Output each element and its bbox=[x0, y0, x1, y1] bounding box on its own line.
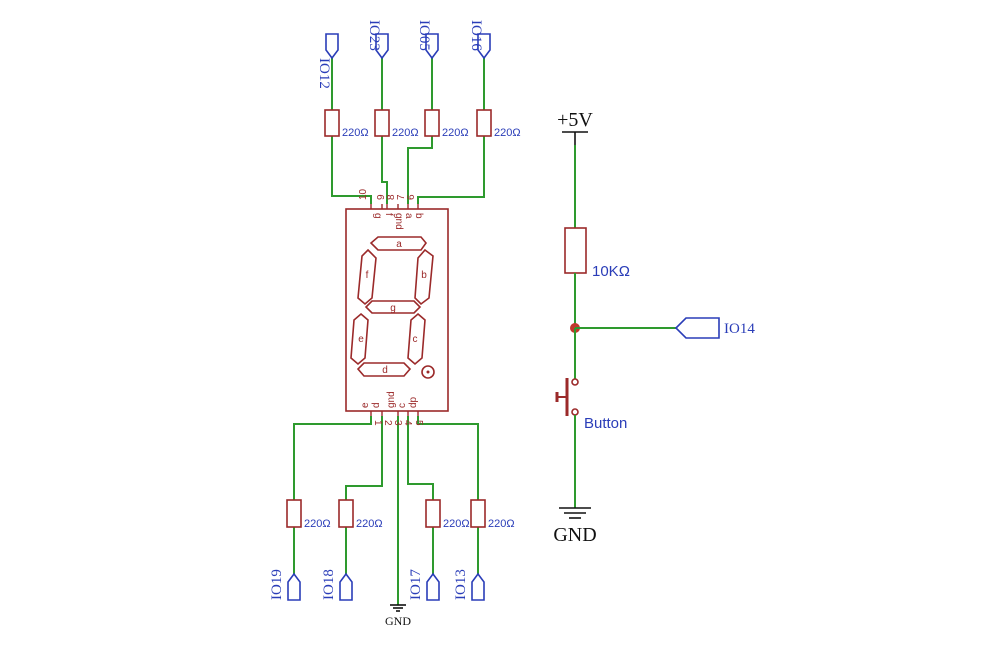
segment-b bbox=[414, 248, 434, 306]
segment-d bbox=[356, 362, 412, 377]
power-label: +5V bbox=[557, 109, 593, 131]
port-io23-label: IO23 bbox=[366, 20, 382, 51]
push-button-symbol: Button bbox=[555, 378, 627, 432]
pin-gnd-top-name: gnd bbox=[393, 213, 404, 230]
segment-e bbox=[350, 312, 369, 366]
display-gnd-label: GND bbox=[385, 614, 411, 628]
pin-b-name: b bbox=[413, 213, 424, 219]
port-io14: IO14 bbox=[674, 317, 755, 339]
port-io05-label: IO05 bbox=[416, 20, 432, 51]
segment-f-label: f bbox=[366, 270, 369, 281]
pin-a-name: a bbox=[403, 213, 414, 219]
port-io05: IO05 bbox=[416, 20, 439, 60]
pin-8-number: 8 bbox=[386, 194, 397, 200]
segment-a bbox=[369, 236, 428, 251]
seven-segment-display: 10 9 8 7 6 g f gnd a b e d gnd c dp 1 2 … bbox=[345, 188, 449, 426]
pin-f-name: f bbox=[383, 213, 394, 216]
decimal-point bbox=[421, 365, 435, 379]
pin-4-number: 4 bbox=[402, 420, 413, 426]
bottom-wires bbox=[293, 416, 479, 605]
pullup-resistor-value: 10KΩ bbox=[592, 263, 630, 280]
port-io13: IO13 bbox=[453, 569, 485, 601]
resistor-bottom-4: 220Ω bbox=[470, 499, 515, 530]
pin-g-name: g bbox=[372, 213, 383, 219]
port-io16-label: IO16 bbox=[468, 20, 484, 51]
button-circuit: +5V 10KΩ IO14 Button GND bbox=[553, 109, 755, 546]
resistor-top-3-value: 220Ω bbox=[442, 127, 469, 139]
resistor-bottom-3-value: 220Ω bbox=[443, 518, 470, 530]
port-io19-label: IO19 bbox=[269, 569, 285, 600]
segment-e-label: e bbox=[358, 334, 364, 345]
pin-10-number: 10 bbox=[358, 188, 369, 200]
port-io19: IO19 bbox=[269, 569, 301, 601]
segment-a-label: a bbox=[396, 239, 402, 250]
segment-g-label: g bbox=[390, 303, 396, 314]
button-gnd-symbol: GND bbox=[553, 507, 597, 546]
pin-c-name: c bbox=[397, 403, 408, 408]
pin-7-number: 7 bbox=[396, 194, 407, 200]
port-io16: IO16 bbox=[468, 20, 491, 60]
resistor-top-1: 220Ω bbox=[324, 109, 369, 139]
pullup-resistor bbox=[564, 227, 587, 274]
segment-c-label: c bbox=[413, 334, 418, 345]
segment-f bbox=[357, 248, 377, 306]
port-io17-label: IO17 bbox=[408, 569, 424, 600]
pin-6-number: 6 bbox=[406, 194, 417, 200]
pin-gnd-bottom-name: gnd bbox=[386, 391, 397, 408]
button-gnd-label: GND bbox=[553, 524, 596, 546]
top-wires bbox=[331, 58, 485, 204]
resistor-bottom-1: 220Ω bbox=[286, 499, 331, 530]
button-label: Button bbox=[584, 415, 627, 432]
port-io12: IO12 bbox=[316, 33, 339, 89]
pin-1-number: 1 bbox=[372, 420, 383, 426]
pin-dp-name: dp bbox=[408, 396, 419, 408]
pin-e-name: e bbox=[360, 402, 371, 408]
resistor-top-3: 220Ω bbox=[424, 109, 469, 139]
pin-9-number: 9 bbox=[376, 194, 387, 200]
port-io14-label: IO14 bbox=[724, 321, 755, 337]
port-io18-label: IO18 bbox=[321, 569, 337, 600]
resistor-bottom-1-value: 220Ω bbox=[304, 518, 331, 530]
display-top-pins: 10 9 8 7 6 g f gnd a b bbox=[358, 188, 424, 229]
pin-d-name: d bbox=[371, 402, 382, 408]
resistor-bottom-2: 220Ω bbox=[338, 499, 383, 530]
pin-2-number: 2 bbox=[382, 420, 393, 426]
resistor-top-1-value: 220Ω bbox=[342, 127, 369, 139]
port-io13-label: IO13 bbox=[453, 569, 469, 600]
port-io12-label: IO12 bbox=[316, 58, 332, 89]
segment-d-label: d bbox=[382, 365, 388, 376]
resistor-top-2: 220Ω bbox=[374, 109, 419, 139]
port-io17: IO17 bbox=[408, 569, 440, 601]
resistor-top-4: 220Ω bbox=[476, 109, 521, 139]
port-io18: IO18 bbox=[321, 569, 353, 601]
display-gnd-symbol: GND bbox=[385, 604, 411, 628]
segment-c bbox=[407, 312, 426, 366]
pin-5-number: 5 bbox=[413, 420, 424, 426]
port-io23: IO23 bbox=[366, 20, 389, 60]
pin-3-number: 3 bbox=[392, 420, 403, 426]
segment-b-label: b bbox=[421, 270, 427, 281]
resistor-bottom-3: 220Ω bbox=[425, 499, 470, 530]
resistor-bottom-2-value: 220Ω bbox=[356, 518, 383, 530]
resistor-bottom-4-value: 220Ω bbox=[488, 518, 515, 530]
resistor-top-4-value: 220Ω bbox=[494, 127, 521, 139]
segment-g bbox=[364, 300, 422, 314]
resistor-top-2-value: 220Ω bbox=[392, 127, 419, 139]
display-bottom-pins: e d gnd c dp 1 2 3 4 5 bbox=[360, 391, 424, 426]
